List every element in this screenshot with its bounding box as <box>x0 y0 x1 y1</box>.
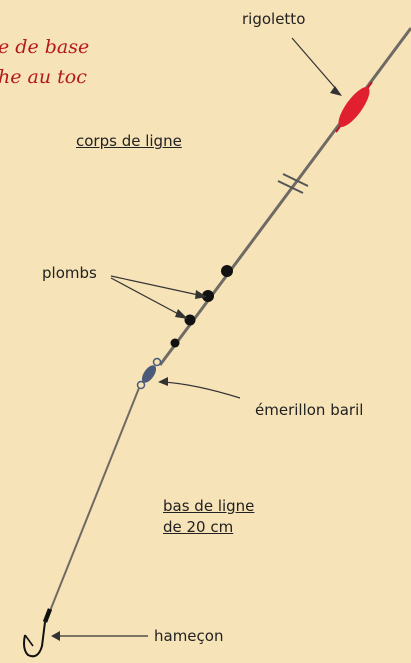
label-emerillon: émerillon baril <box>255 401 364 419</box>
emerillon-pointer <box>162 381 241 399</box>
sinker-3 <box>184 314 196 326</box>
title-line-2: he au toc <box>0 66 87 88</box>
leader-line <box>49 387 140 612</box>
sinker-4 <box>170 338 180 348</box>
label-bas-de-ligne-1: bas de ligne <box>163 497 255 515</box>
plombs-arrowhead-1 <box>195 290 207 299</box>
rigoletto-pointer <box>291 37 338 91</box>
hook <box>23 608 53 658</box>
label-rigoletto: rigoletto <box>242 10 306 28</box>
plombs-arrowhead-2 <box>175 309 188 319</box>
rigoletto-float <box>335 81 373 133</box>
emerillon-arrowhead <box>158 377 168 386</box>
label-hamecon: hameçon <box>154 627 224 645</box>
label-bas-de-ligne-2: de 20 cm <box>163 518 234 536</box>
plombs-pointer-1 <box>110 275 204 297</box>
line-break-mark-1 <box>282 173 309 187</box>
swivel <box>136 357 162 390</box>
label-corps-de-ligne: corps de ligne <box>76 132 182 150</box>
hamecon-arrowhead <box>51 631 60 641</box>
plombs-pointer-2 <box>110 277 185 318</box>
title-line-1: e de base <box>0 36 90 58</box>
line-break-mark-2 <box>277 180 304 194</box>
label-plombs: plombs <box>42 264 97 282</box>
main-line <box>158 27 411 366</box>
sinker-2 <box>202 290 214 302</box>
sinker-1 <box>221 265 233 277</box>
rigoletto-arrowhead <box>330 86 342 96</box>
